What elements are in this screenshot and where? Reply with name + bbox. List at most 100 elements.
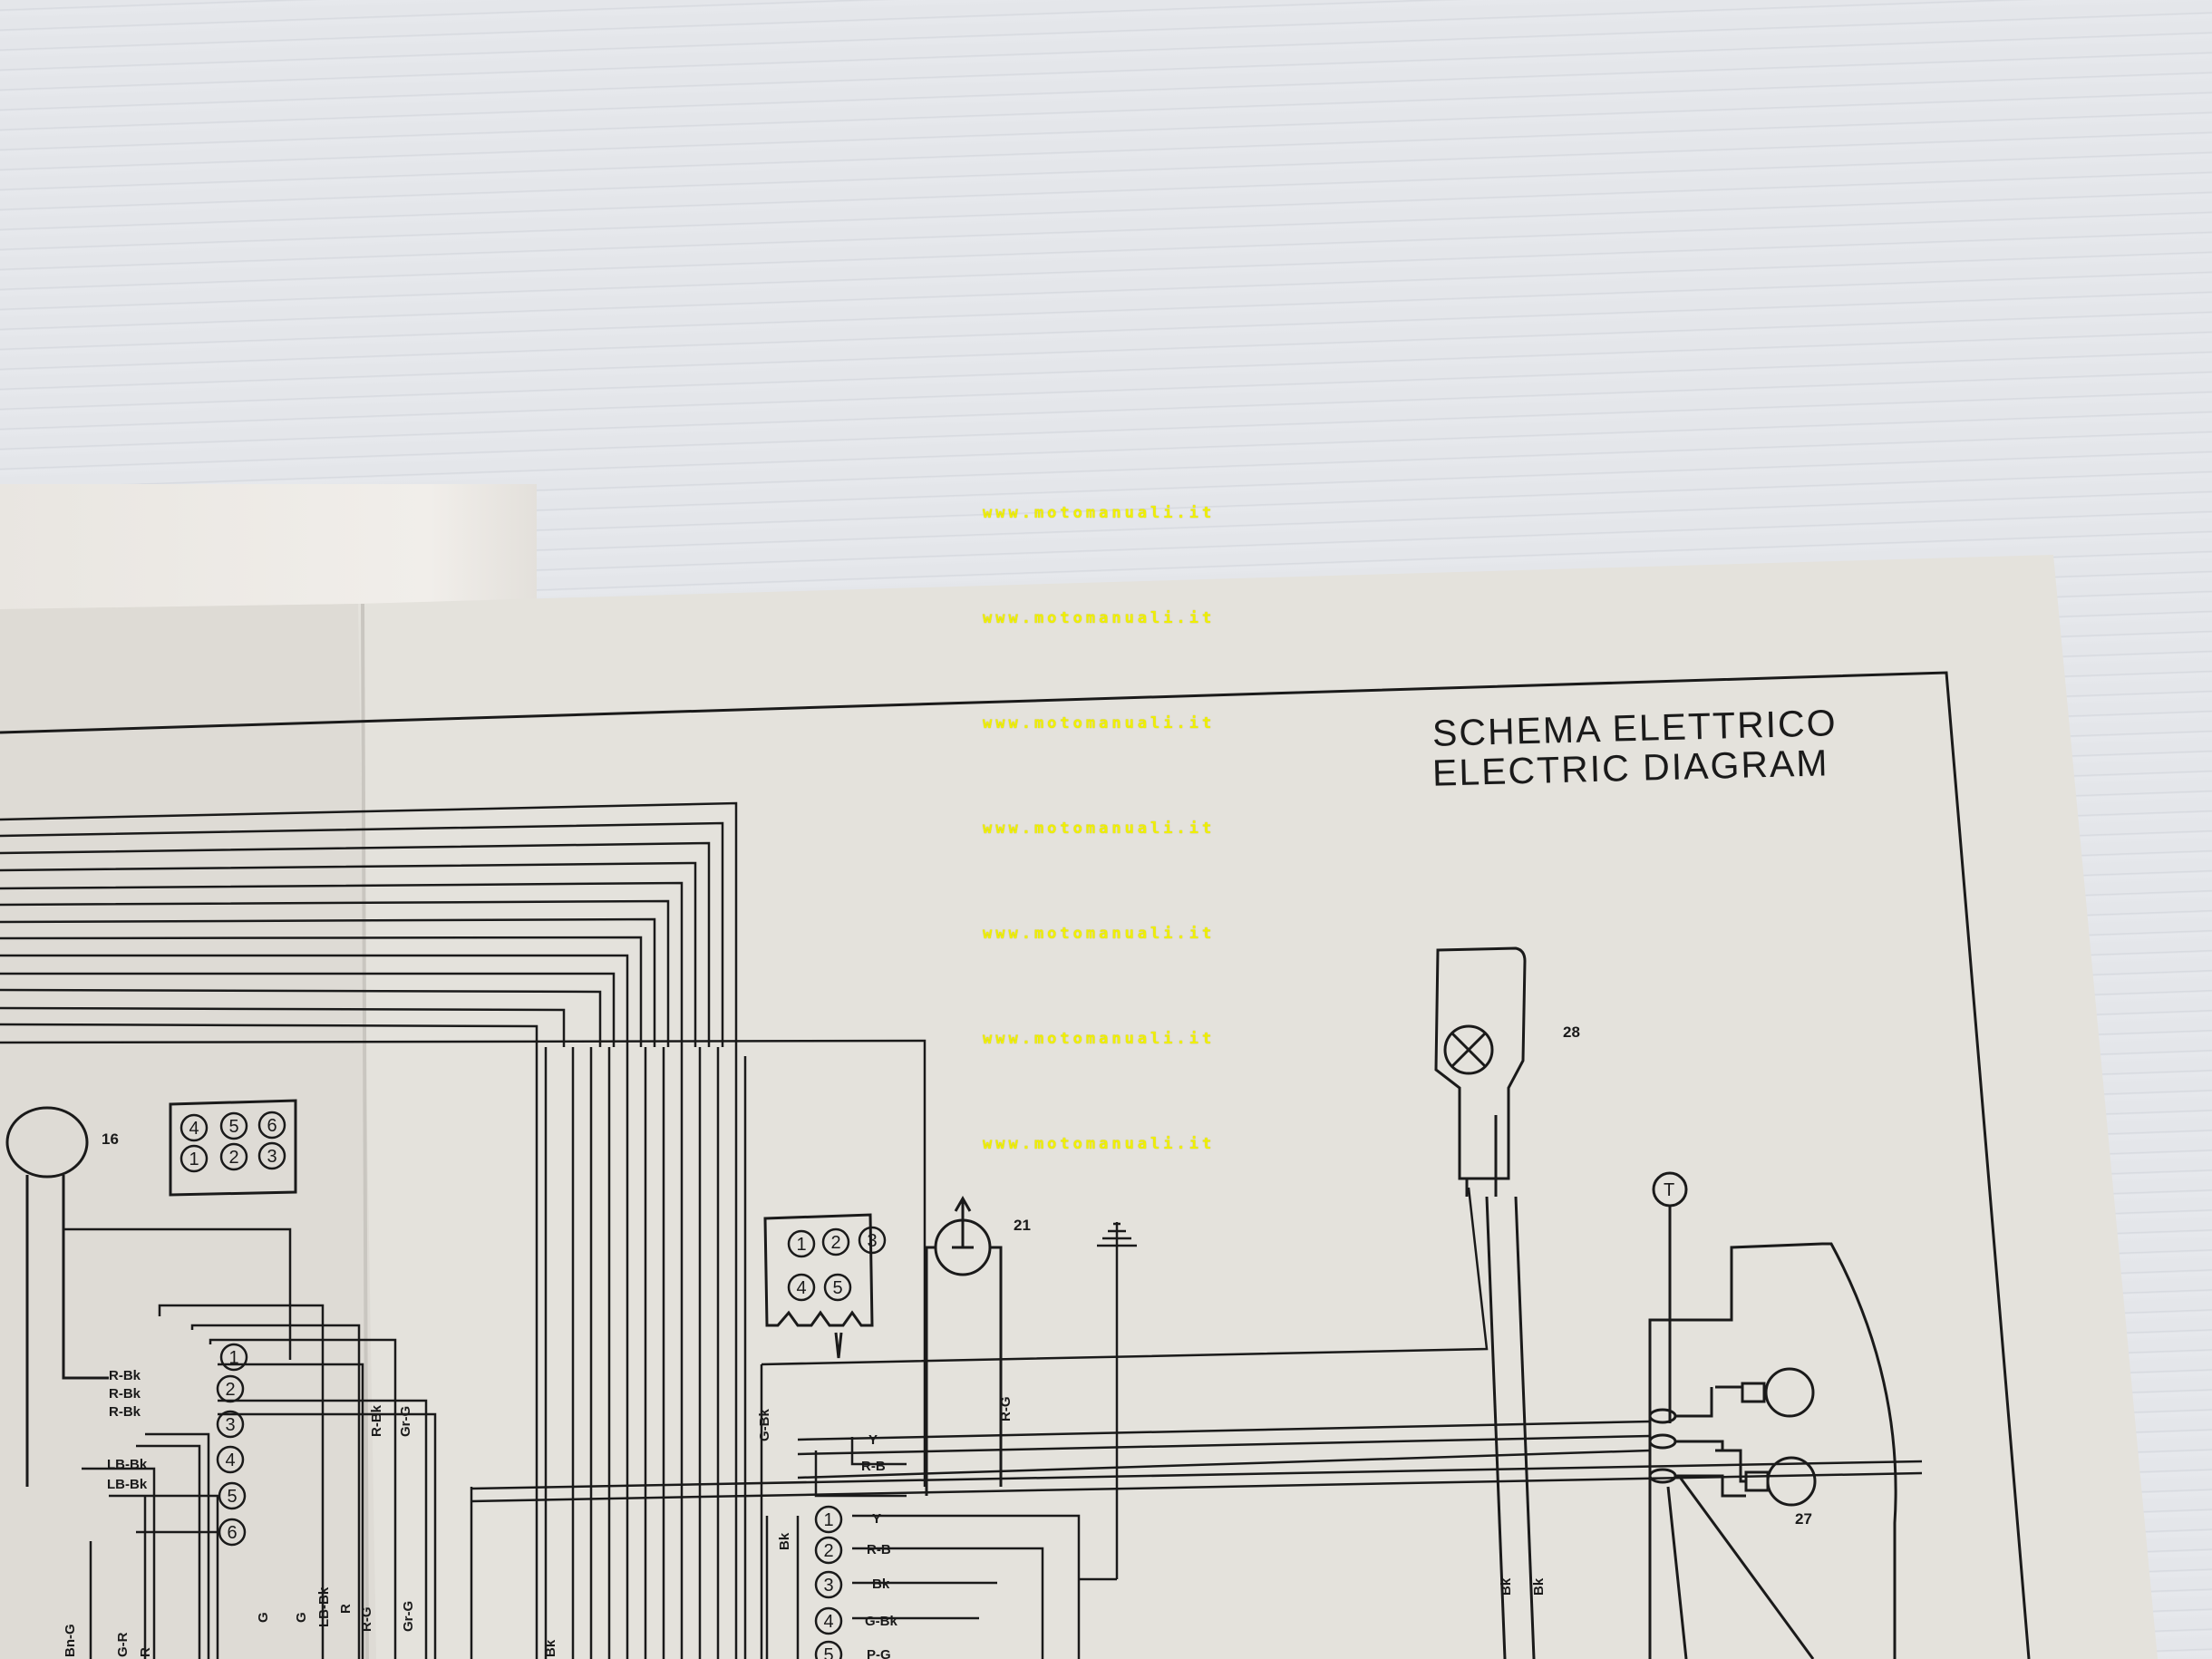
- ground-symbol: [1079, 1222, 1137, 1581]
- switch-bottom-pin: 1: [814, 1505, 843, 1534]
- svg-text:2: 2: [228, 1148, 238, 1168]
- watermark-1: www.motomanuali.it: [983, 504, 1216, 522]
- component-16: [5, 1106, 109, 1487]
- switch-left-label: LB-Bk: [107, 1477, 148, 1492]
- svg-text:3: 3: [867, 1231, 877, 1251]
- switch-left-pin: 5: [218, 1481, 247, 1510]
- wire-label-rg1: R-G: [359, 1607, 374, 1633]
- t-terminal: [1652, 1171, 1688, 1423]
- label-16: 16: [102, 1130, 119, 1148]
- svg-text:5: 5: [228, 1117, 238, 1137]
- t-terminal-label: T: [1664, 1180, 1674, 1200]
- page-fold: [361, 603, 369, 1659]
- switch-left-pin: 1: [219, 1343, 248, 1372]
- connector-a-pins: 4 5 6 1 2 3: [179, 1111, 286, 1173]
- wire-label-rbk: R-Bk: [369, 1404, 384, 1437]
- wire-label-r: R: [338, 1604, 354, 1614]
- switch-bottom: [760, 1364, 1081, 1659]
- switch-bottom-label: Y: [872, 1511, 881, 1527]
- switch-bottom-pin: 3: [814, 1570, 843, 1599]
- connector-b-pin: 1: [787, 1229, 816, 1258]
- paper-sheet: [0, 555, 2158, 1659]
- svg-text:3: 3: [823, 1576, 833, 1596]
- svg-text:3: 3: [225, 1415, 235, 1435]
- watermark-2: www.motomanuali.it: [983, 609, 1216, 627]
- wire-label-r2: R: [138, 1647, 153, 1657]
- svg-text:1: 1: [189, 1150, 199, 1169]
- wire-label-gbk: G-Bk: [757, 1409, 772, 1441]
- wire-label-gr: G-R: [115, 1632, 131, 1657]
- label-21: 21: [1014, 1217, 1031, 1234]
- wire-label-rg: R-G: [998, 1397, 1014, 1422]
- switch-bottom-label: P-G: [867, 1647, 891, 1659]
- watermark-6: www.motomanuali.it: [983, 1030, 1216, 1048]
- svg-text:1: 1: [228, 1348, 238, 1368]
- wire-label-bk-mid: Bk: [777, 1532, 792, 1550]
- switch-left-label: LB-Bk: [107, 1457, 148, 1472]
- wire-label-grg2: Gr-G: [401, 1601, 416, 1632]
- connector-a-pin: 4: [179, 1113, 209, 1142]
- switch-left-pin: 4: [216, 1445, 245, 1474]
- svg-text:5: 5: [832, 1278, 842, 1298]
- switch-bottom-pin: 5: [814, 1640, 843, 1659]
- wire-label-g2: G: [294, 1612, 309, 1623]
- switch-bottom-label: Bk: [872, 1577, 890, 1592]
- switch-bottom-label: G-Bk: [865, 1614, 897, 1629]
- svg-text:2: 2: [225, 1380, 235, 1400]
- connector-a-pin: 6: [257, 1111, 286, 1140]
- component-28: [1434, 946, 1536, 1659]
- watermark-7: www.motomanuali.it: [983, 1135, 1216, 1153]
- svg-text:4: 4: [823, 1612, 833, 1632]
- connector-a-pin: 2: [219, 1142, 248, 1171]
- wire-label-g1: G: [256, 1612, 271, 1623]
- watermark-5: www.motomanuali.it: [983, 925, 1216, 943]
- wire-label-rb: R-B: [861, 1459, 886, 1474]
- label-28: 28: [1563, 1024, 1580, 1041]
- component-21: [925, 1195, 1003, 1496]
- svg-text:4: 4: [225, 1450, 235, 1470]
- switch-left-pin: 6: [218, 1518, 247, 1547]
- connector-a: [169, 1099, 297, 1197]
- svg-text:4: 4: [189, 1119, 199, 1139]
- connector-b-pin: 5: [823, 1273, 852, 1302]
- switch-left-pin: 2: [216, 1374, 245, 1403]
- connector-b-pin: 4: [787, 1273, 816, 1302]
- wire-label-bk-left: Bk: [543, 1639, 558, 1657]
- wire-label-lbbk: LB-Bk: [316, 1586, 332, 1627]
- watermark-4: www.motomanuali.it: [983, 820, 1216, 838]
- svg-text:3: 3: [267, 1147, 276, 1167]
- svg-text:5: 5: [823, 1645, 833, 1659]
- wire-label-bng: Bn-G: [63, 1624, 78, 1657]
- wire-label-grg: Gr-G: [398, 1406, 413, 1437]
- label-27: 27: [1795, 1510, 1812, 1528]
- wire-label-bk-r2: Bk: [1531, 1577, 1547, 1596]
- svg-text:6: 6: [227, 1523, 237, 1543]
- wire-harness: [0, 801, 1923, 1659]
- watermark-3: www.motomanuali.it: [983, 714, 1216, 732]
- connector-b: [763, 1213, 874, 1359]
- svg-text:6: 6: [267, 1116, 276, 1136]
- switch-left-label: R-Bk: [109, 1386, 141, 1402]
- switch-bottom-pin: 4: [814, 1606, 843, 1635]
- svg-text:1: 1: [823, 1510, 833, 1530]
- connector-b-pin: 2: [821, 1227, 850, 1256]
- connector-a-pin: 5: [219, 1111, 248, 1140]
- connector-b-pin: 3: [858, 1226, 887, 1255]
- svg-text:2: 2: [830, 1233, 840, 1253]
- connector-a-pin: 3: [257, 1141, 286, 1170]
- switch-bottom-pin: 2: [814, 1536, 843, 1565]
- switch-left-label: R-Bk: [109, 1368, 141, 1383]
- component-27: [1648, 1242, 1897, 1659]
- switch-left-pin: 3: [216, 1410, 245, 1439]
- connector-a-pin: 1: [179, 1144, 209, 1173]
- switch-left: [63, 1227, 437, 1659]
- svg-text:5: 5: [227, 1487, 237, 1507]
- svg-text:1: 1: [796, 1235, 806, 1255]
- diagram-frame: [0, 671, 2031, 1659]
- switch-left-label: R-Bk: [109, 1404, 141, 1420]
